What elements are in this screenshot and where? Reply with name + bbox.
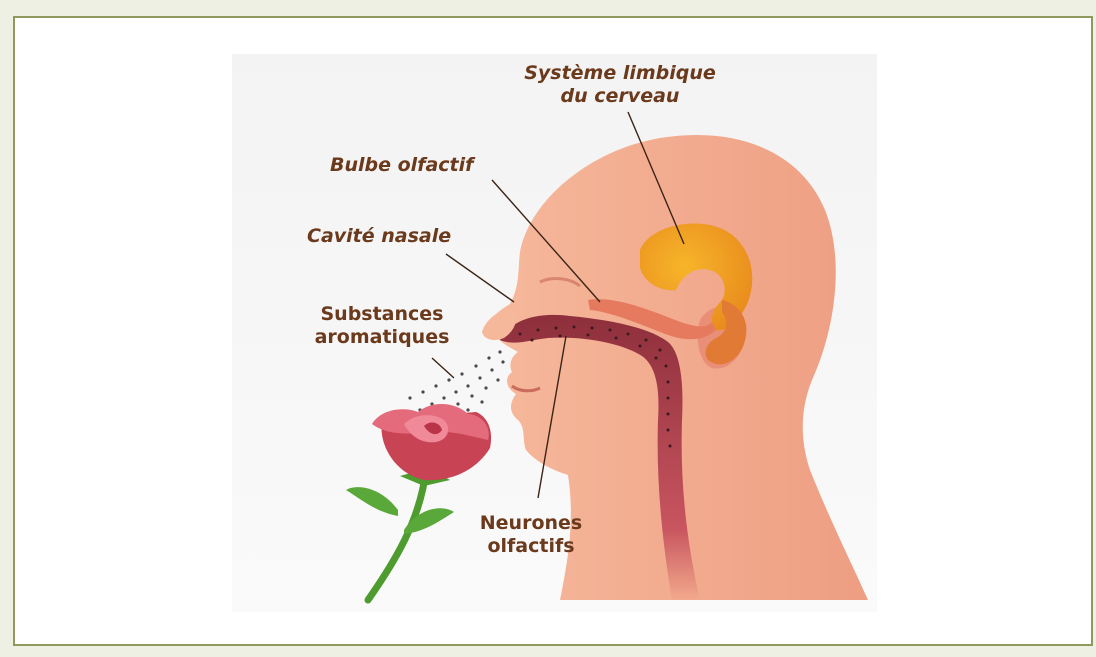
label-olfactory-neurons: Neurones olfactifs [464, 512, 598, 558]
label-nasal-cavity: Cavité nasale [307, 225, 451, 248]
label-limbic-system: Système limbique du cerveau [500, 62, 740, 108]
label-limbic-line2: du cerveau [500, 85, 740, 108]
label-substances-line2: aromatiques [294, 326, 470, 349]
label-neurones-line2: olfactifs [464, 535, 598, 558]
label-substances-line1: Substances [294, 303, 470, 326]
label-olfactory-bulb: Bulbe olfactif [330, 154, 473, 177]
label-limbic-line1: Système limbique [500, 62, 740, 85]
label-neurones-line1: Neurones [464, 512, 598, 535]
label-aromatic-substances: Substances aromatiques [294, 303, 470, 349]
